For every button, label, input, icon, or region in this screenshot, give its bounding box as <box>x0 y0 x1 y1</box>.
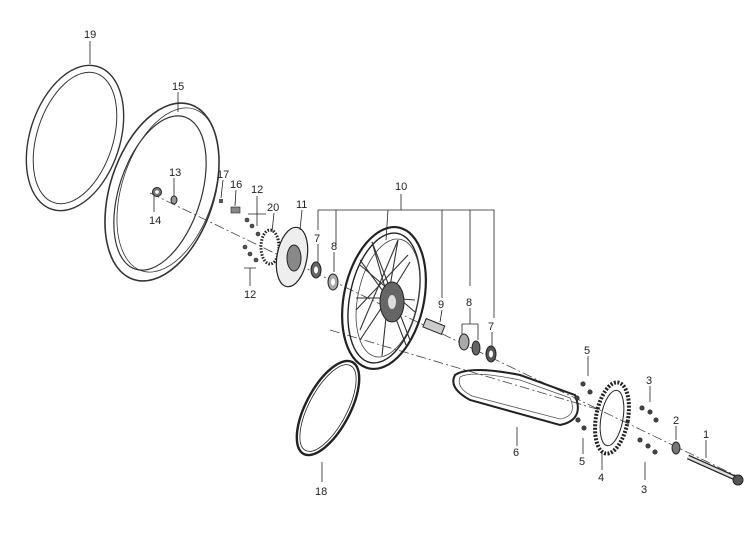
rotor-bolt-part <box>242 217 261 263</box>
sprocket-bolt-part <box>574 381 593 431</box>
tube-part <box>25 64 125 212</box>
callout-20: 20 <box>267 202 279 214</box>
rim-band-part <box>295 359 361 457</box>
callout-4: 4 <box>598 472 604 484</box>
callout-8-right: 8 <box>466 297 472 309</box>
collar-part <box>671 441 681 455</box>
washer-part <box>170 195 178 205</box>
callout-9: 9 <box>438 299 444 311</box>
bearing-right-part <box>485 345 497 363</box>
tire-part <box>104 102 220 282</box>
callout-18: 18 <box>315 486 327 498</box>
callout-2: 2 <box>673 415 679 427</box>
callout-7-right: 7 <box>488 321 494 333</box>
callout-1: 1 <box>703 429 709 441</box>
callout-3-top: 3 <box>646 375 652 387</box>
callout-3-bottom: 3 <box>641 484 647 496</box>
chain-centerline <box>329 329 601 411</box>
drive-belt-part <box>452 369 579 427</box>
callout-13: 13 <box>169 167 181 179</box>
axle-centerline <box>149 192 746 481</box>
callout-12-top: 12 <box>251 184 263 196</box>
spacer-part <box>327 273 339 291</box>
axle-part <box>686 454 744 486</box>
callout-7-left: 7 <box>314 233 320 245</box>
callout-5-bottom: 5 <box>579 456 585 468</box>
brake-disc-part <box>275 226 309 288</box>
valve-stem-part <box>230 206 241 214</box>
callout-8-left: 8 <box>331 241 337 253</box>
callout-5-top: 5 <box>584 345 590 357</box>
callout-6: 6 <box>513 447 519 459</box>
callout-labels: 1 2 3 3 4 5 5 6 7 7 8 8 9 10 11 12 12 13… <box>84 29 709 498</box>
leader-lines <box>89 41 707 482</box>
callout-14: 14 <box>149 215 161 227</box>
sprocket-nut-part <box>637 405 659 455</box>
valve-cap-part <box>219 199 223 203</box>
axle-spacer-part <box>422 317 446 336</box>
callout-15: 15 <box>172 81 184 93</box>
nut-part <box>152 187 162 197</box>
spacer-right-part <box>458 333 481 356</box>
callout-10: 10 <box>395 181 407 193</box>
spoke-wheel-part <box>341 225 427 371</box>
bearing-part <box>310 261 322 279</box>
callout-11: 11 <box>296 199 307 211</box>
callout-16: 16 <box>230 179 242 191</box>
callout-12-bottom: 12 <box>244 289 256 301</box>
callout-17: 17 <box>217 169 229 181</box>
sprocket-part <box>593 380 631 456</box>
callout-19: 19 <box>84 29 96 41</box>
